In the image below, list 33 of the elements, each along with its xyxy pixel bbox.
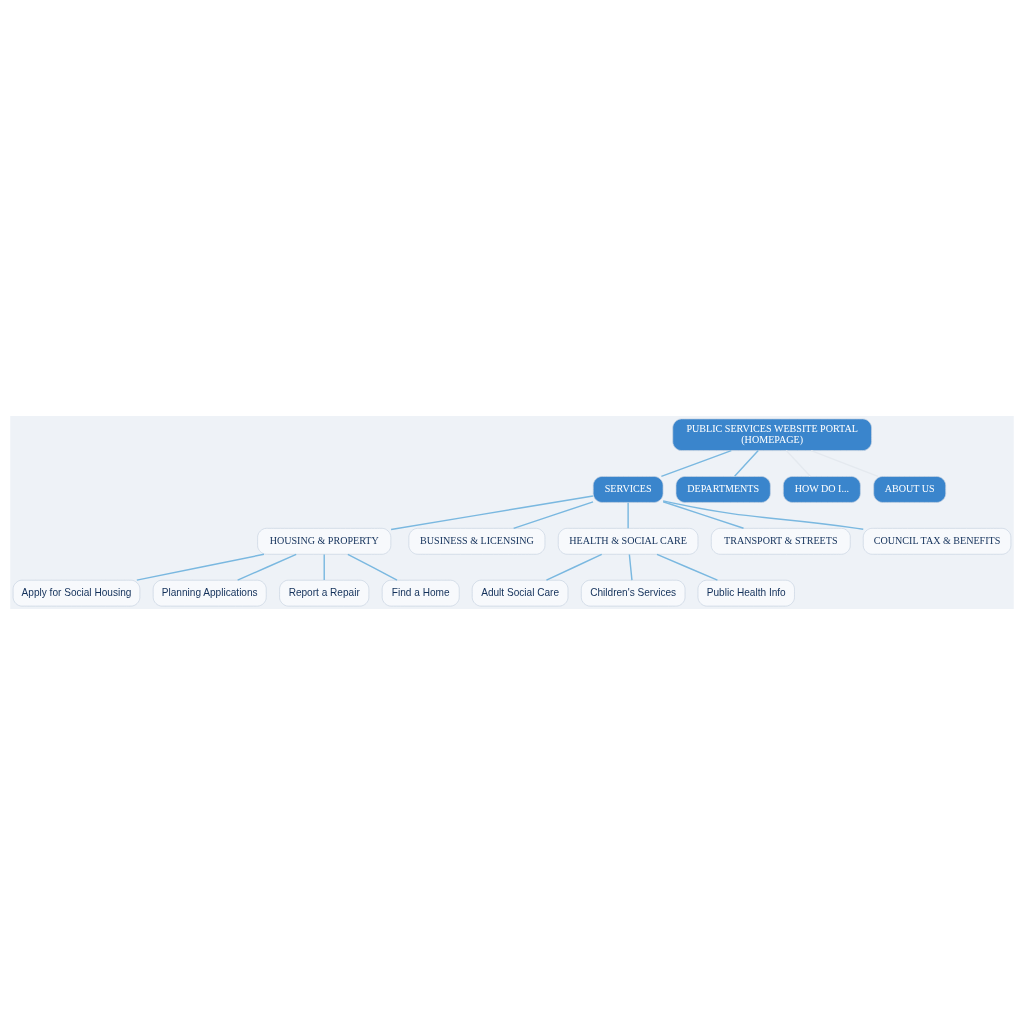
node-box: HOUSING & PROPERTY: [257, 527, 392, 555]
node-box: Public Health Info: [697, 579, 795, 606]
connector: [662, 500, 745, 529]
node-box: TRANSPORT & STREETS: [710, 527, 851, 555]
node-box: DEPARTMENTS: [675, 475, 771, 503]
node-box: BUSINESS & LICENSING: [408, 527, 546, 555]
node-box: HOW DO I...: [782, 475, 861, 503]
connector: [662, 499, 864, 530]
node-box: Adult Social Care: [471, 579, 569, 606]
connector: [545, 553, 603, 581]
connector: [660, 449, 732, 477]
node-box: Apply for Social Housing: [12, 579, 141, 606]
connector: [785, 449, 811, 477]
node-box: Planning Applications: [152, 579, 267, 606]
node-box: HEALTH & SOCIAL CARE: [557, 527, 699, 555]
connector: [390, 494, 594, 530]
connector: [810, 449, 879, 477]
node-box: PUBLIC SERVICES WEBSITE PORTAL (HOMEPAGE): [672, 418, 872, 451]
connector: [512, 500, 594, 529]
node-box: ABOUT US: [873, 475, 947, 503]
connector: [236, 553, 297, 581]
connector: [347, 553, 398, 581]
node-box: COUNCIL TAX & BENEFITS: [862, 527, 1012, 555]
connector: [733, 449, 759, 477]
connector: [628, 553, 633, 581]
node-box: Report a Repair: [279, 579, 370, 606]
node-box: Find a Home: [381, 579, 460, 606]
connector: [136, 553, 265, 581]
node-box: SERVICES: [592, 475, 664, 503]
connector: [656, 553, 719, 581]
node-box: Children's Services: [580, 579, 686, 606]
connector: [627, 501, 629, 529]
connector: [323, 553, 325, 581]
